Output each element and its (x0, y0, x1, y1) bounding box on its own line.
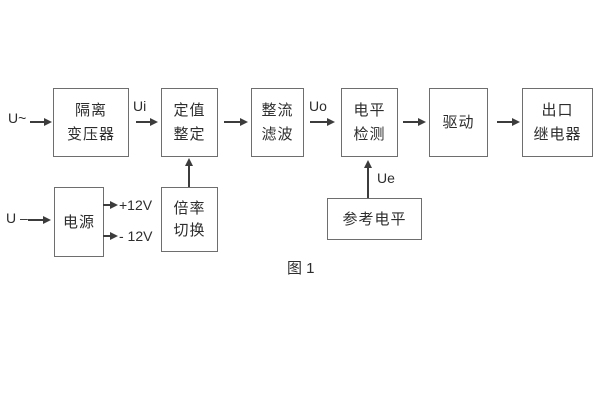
block-isolation-transformer-line2: 变压器 (66, 126, 115, 143)
block-drive-line1: 驱动 (442, 114, 475, 131)
block-isolation-transformer-line1: 隔离 (74, 102, 107, 119)
block-reference-level-line1: 参考电平 (342, 210, 407, 228)
diagram-caption: 图 1 (287, 260, 315, 277)
arrow-ac-input-line (30, 121, 45, 123)
block-level-detection: 电平 检测 (341, 88, 398, 157)
arrow-ue-line (367, 167, 369, 198)
arrow-pos-rail-head-icon (110, 201, 118, 209)
label-pos-12v-rail: +12V (119, 197, 153, 213)
label-ac-input: U~ (8, 110, 27, 126)
label-ue-signal: Ue (377, 170, 395, 186)
block-rectifier-filter-line2: 滤波 (261, 126, 294, 143)
arrow-dc-input-head-icon (43, 216, 51, 224)
arrow-setting-to-rectifier-line (224, 121, 241, 123)
label-ui-signal: Ui (133, 98, 147, 114)
block-output-relay-line1: 出口 (541, 102, 574, 119)
block-drive: 驱动 (429, 88, 488, 157)
block-ratio-switch-line2: 切换 (173, 222, 206, 240)
block-isolation-transformer: 隔离 变压器 (53, 88, 129, 157)
arrow-pos-rail-line (103, 204, 112, 206)
arrow-dc-input-line (28, 219, 44, 221)
block-ratio-switch-line1: 倍率 (173, 199, 206, 217)
arrow-drive-to-relay-line (497, 121, 513, 123)
block-setting-adjust-line1: 定值 (173, 102, 206, 119)
label-dc-input: U – (6, 210, 28, 226)
arrow-uo-head-icon (327, 118, 335, 126)
block-rectifier-filter-line1: 整流 (261, 102, 294, 119)
arrow-ui-line (136, 121, 151, 123)
block-output-relay: 出口 继电器 (522, 88, 593, 157)
block-level-detection-line2: 检测 (353, 126, 386, 143)
block-output-relay-line2: 继电器 (533, 126, 582, 143)
arrow-neg-rail-head-icon (110, 232, 118, 240)
arrow-ue-head-icon (364, 160, 372, 168)
label-uo-signal: Uo (309, 98, 327, 114)
arrow-neg-rail-line (103, 235, 112, 237)
arrow-level-to-drive-line (403, 121, 419, 123)
block-setting-adjust: 定值 整定 (161, 88, 218, 157)
arrow-setting-to-rectifier-head-icon (240, 118, 248, 126)
block-power-supply-line1: 电源 (62, 213, 95, 231)
arrow-uo-line (310, 121, 328, 123)
arrow-drive-to-relay-head-icon (512, 118, 520, 126)
block-power-supply: 电源 (54, 187, 104, 257)
block-setting-adjust-line2: 整定 (173, 126, 206, 143)
arrow-ui-head-icon (150, 118, 158, 126)
arrow-ratio-to-setting-line (188, 165, 190, 187)
block-rectifier-filter: 整流 滤波 (251, 88, 304, 157)
block-ratio-switch: 倍率 切换 (161, 187, 218, 252)
arrow-ratio-to-setting-head-icon (185, 158, 193, 166)
arrow-level-to-drive-head-icon (418, 118, 426, 126)
block-level-detection-line1: 电平 (353, 102, 386, 119)
arrow-ac-input-head-icon (44, 118, 52, 126)
block-reference-level: 参考电平 (327, 198, 422, 240)
label-neg-12v-rail: - 12V (119, 228, 153, 244)
